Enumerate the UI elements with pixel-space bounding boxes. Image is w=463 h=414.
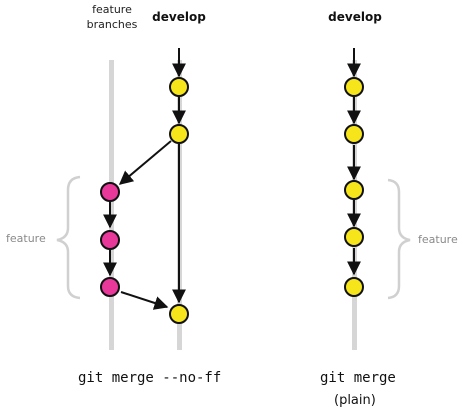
- plain-commit-3: [344, 180, 364, 200]
- feature-commit-3: [100, 277, 120, 297]
- develop-commit-1: [169, 77, 189, 97]
- plain-commit-5: [344, 277, 364, 297]
- feature-branches-header: feature branches: [86, 3, 138, 31]
- plain-commit-1: [344, 77, 364, 97]
- caption-plain-sub: (plain): [334, 393, 376, 408]
- feature-label-right: feature: [418, 233, 458, 246]
- feature-label-left: feature: [6, 232, 46, 245]
- feature-brace-left: [56, 175, 81, 300]
- caption-no-ff: git merge --no-ff: [78, 370, 222, 386]
- feature-commit-1: [100, 182, 120, 202]
- feature-brace-right: [387, 178, 411, 300]
- arrow-feature-merge: [120, 291, 169, 310]
- develop-commit-2: [169, 124, 189, 144]
- plain-commit-2: [344, 124, 364, 144]
- develop-header-left: develop: [152, 10, 206, 24]
- arrow-branch-off: [118, 140, 172, 185]
- develop-header-right: develop: [328, 10, 382, 24]
- plain-commit-4: [344, 227, 364, 247]
- feature-commit-2: [100, 230, 120, 250]
- caption-plain: git merge: [320, 370, 396, 386]
- feature-lane: [109, 60, 114, 350]
- develop-merge-commit: [169, 304, 189, 324]
